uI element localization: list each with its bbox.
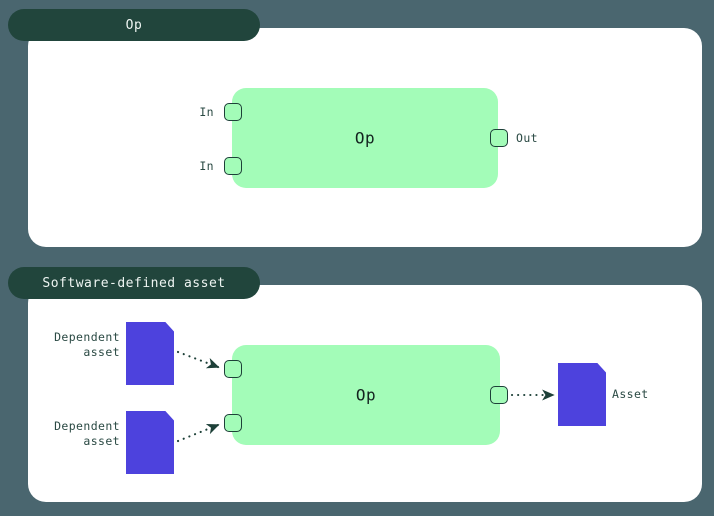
dependent-asset-icon-2[interactable] [126, 411, 174, 474]
op-node-bottom[interactable]: Op [232, 345, 500, 445]
asset-icon-output[interactable] [558, 363, 606, 426]
port-label-in-2-top: In [199, 159, 214, 173]
port-label-out-top: Out [516, 131, 538, 145]
dependent-asset-icon-1[interactable] [126, 322, 174, 385]
port-label-in-1-top: In [199, 105, 214, 119]
port-out-top[interactable] [490, 129, 508, 147]
dependent-asset-label-1: Dependent asset [54, 330, 120, 359]
port-in-1-bottom[interactable] [224, 360, 242, 378]
port-in-1-top[interactable] [224, 103, 242, 121]
panel-tab-software-defined-asset[interactable]: Software-defined asset [8, 267, 260, 299]
asset-label-output: Asset [612, 387, 649, 401]
port-in-2-top[interactable] [224, 157, 242, 175]
dependent-asset-label-2: Dependent asset [54, 419, 120, 448]
port-out-bottom[interactable] [490, 386, 508, 404]
panel-tab-op[interactable]: Op [8, 9, 260, 41]
op-node-top[interactable]: Op [232, 88, 498, 188]
op-node-bottom-label: Op [355, 385, 377, 405]
port-in-2-bottom[interactable] [224, 414, 242, 432]
op-node-top-label: Op [354, 128, 376, 148]
